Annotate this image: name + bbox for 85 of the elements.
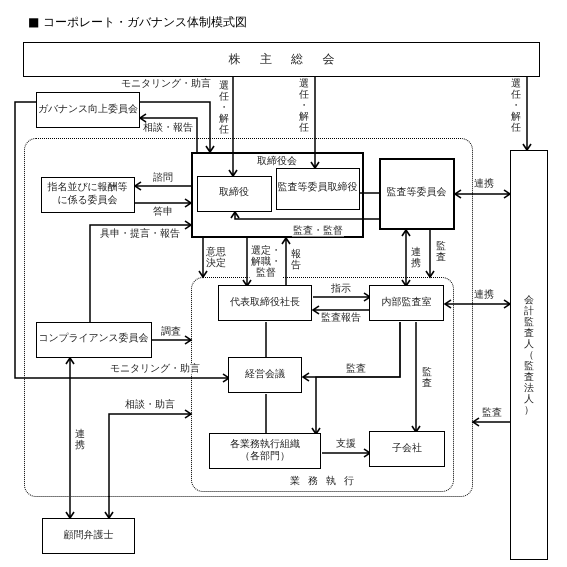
org-box: [36, 322, 152, 358]
connector-arrow: [472, 417, 510, 427]
edge-label: 連携: [75, 428, 85, 452]
org-box: [369, 285, 444, 321]
org-box: [218, 285, 312, 321]
edge-label: 意思決定: [205, 247, 227, 269]
connector-arrow: [311, 322, 401, 435]
org-box: [36, 92, 140, 128]
connector-arrow: [228, 77, 238, 177]
node-text: 取締役: [219, 187, 249, 200]
edge-label: 監査: [436, 240, 446, 264]
org-box: [228, 357, 302, 393]
node-text: 各業務執行組織（各部門）: [229, 438, 301, 464]
connector-arrow: [411, 322, 421, 433]
edge-label: 相談・助言: [124, 400, 176, 410]
connector-arrow: [134, 181, 191, 191]
edge-label: 選定・解職・監督: [250, 246, 282, 278]
connector-arrow: [522, 77, 532, 151]
group-heading: 業務執行: [290, 476, 362, 488]
edge-label: 報告: [291, 248, 301, 272]
connector-arrow: [242, 238, 252, 287]
edge-label: 監査: [345, 364, 367, 374]
edge-label: 監査: [481, 408, 503, 418]
node-text: 会計監査人（監査法人）: [524, 294, 534, 416]
node-text: ガバナンス向上委員会: [38, 104, 138, 116]
connector-arrow: [425, 230, 435, 278]
org-box: [196, 176, 272, 212]
org-box: [40, 176, 134, 212]
edge-label: 支援: [335, 438, 357, 450]
connector-arrow: [444, 299, 511, 309]
org-box: [23, 42, 540, 77]
connector-arrow: [313, 292, 371, 302]
group-heading: 取締役会: [257, 156, 297, 168]
node-text: 株主総会: [228, 52, 354, 67]
edge-label: 具申・提言・報告: [99, 228, 181, 240]
node-text: 顧問弁護士: [64, 530, 114, 542]
connector-arrow: [230, 211, 379, 220]
org-box: [378, 158, 454, 230]
edge-label: 監査・監督: [292, 225, 344, 236]
org-box: [276, 168, 360, 210]
connector-arrow: [135, 198, 192, 208]
node-text: コンプライアンス委員会: [38, 333, 148, 346]
dotted-region: [190, 276, 454, 492]
edge-label: 監査: [422, 366, 432, 390]
org-box: [369, 431, 445, 467]
edge-label: 選任・解任: [511, 78, 521, 134]
org-box: [510, 150, 548, 560]
node-text: 指名並びに報酬等に係る委員会: [46, 182, 128, 207]
edge-label: 諮問: [152, 172, 174, 184]
edge-label: モニタリング・助言: [109, 364, 201, 374]
connector-arrow: [139, 113, 198, 152]
org-box: [209, 433, 321, 469]
edge-label: モニタリング・助言: [120, 78, 212, 90]
edge-label: 連携: [473, 178, 495, 190]
edge-label: 連携: [411, 246, 421, 270]
node-text: 経営会議: [245, 368, 285, 382]
connector-arrow: [310, 77, 320, 169]
node-text: 内部監査室: [382, 296, 432, 310]
node-text: 監査等委員取締役: [278, 182, 358, 195]
connector-arrow: [89, 220, 192, 322]
edge-label: 選任・解任: [299, 78, 309, 134]
edge-label: 相談・報告: [142, 122, 194, 134]
connector-arrow: [14, 101, 230, 383]
node-text: 子会社: [392, 442, 422, 456]
org-box: [42, 518, 135, 554]
edge-label: 答申: [152, 206, 174, 218]
connector-arrow: [312, 305, 370, 315]
edge-label: 指示: [330, 284, 352, 294]
edge-label: 監査報告: [320, 312, 362, 324]
connector-arrow: [65, 357, 75, 519]
connector-arrow: [281, 237, 291, 286]
org-box: [190, 152, 364, 238]
connector-arrow: [152, 335, 192, 345]
connector-arrow: [198, 238, 208, 278]
edge-label: 連携: [473, 290, 495, 300]
connector-arrow: [401, 229, 411, 287]
diagram-title: ■ コーポレート・ガバナンス体制模式図: [28, 14, 248, 31]
connector-arrow: [322, 448, 371, 458]
node-text: 代表取締役社長: [230, 296, 300, 310]
edge-label: 調査: [160, 326, 182, 338]
edge-label: 選任・解任: [219, 80, 229, 136]
node-text: 監査等委員会: [386, 187, 446, 200]
connector-arrow: [104, 409, 192, 519]
connector-arrow: [454, 189, 511, 199]
connector-arrow: [140, 101, 215, 153]
